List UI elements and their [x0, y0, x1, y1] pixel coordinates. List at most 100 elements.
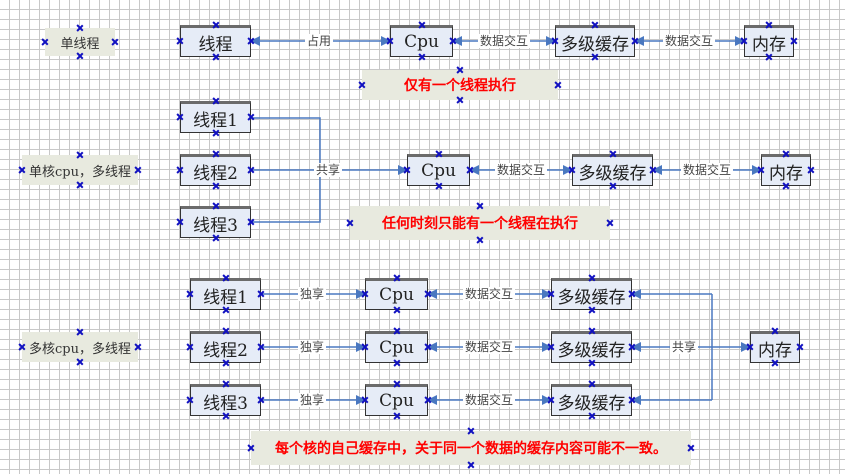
thread-node-3[interactable]: 线程3 — [190, 384, 261, 416]
connection-point-handle-icon[interactable] — [425, 291, 431, 297]
connection-point-handle-icon[interactable] — [425, 344, 431, 350]
connection-point-handle-icon[interactable] — [766, 22, 772, 28]
connection-point-handle-icon[interactable] — [548, 397, 554, 403]
connection-point-handle-icon[interactable] — [19, 167, 25, 173]
connection-point-handle-icon[interactable] — [592, 54, 598, 60]
connection-point-handle-icon[interactable] — [362, 397, 368, 403]
connection-point-handle-icon[interactable] — [404, 167, 410, 173]
connection-point-handle-icon[interactable] — [589, 328, 595, 334]
cache-node-1[interactable]: 多级缓存 — [551, 278, 632, 310]
connection-point-handle-icon[interactable] — [213, 203, 219, 209]
connection-point-handle-icon[interactable] — [187, 291, 193, 297]
connection-point-handle-icon[interactable] — [607, 220, 613, 226]
connection-point-handle-icon[interactable] — [77, 359, 83, 365]
connection-point-handle-icon[interactable] — [112, 39, 118, 45]
thread-node-1[interactable]: 线程1 — [180, 101, 251, 133]
connection-point-handle-icon[interactable] — [548, 344, 554, 350]
connection-point-handle-icon[interactable] — [248, 38, 254, 44]
connection-point-handle-icon[interactable] — [592, 22, 598, 28]
connection-point-handle-icon[interactable] — [187, 344, 193, 350]
connection-point-handle-icon[interactable] — [419, 54, 425, 60]
connection-point-handle-icon[interactable] — [77, 53, 83, 59]
connection-point-handle-icon[interactable] — [135, 167, 141, 173]
connection-point-handle-icon[interactable] — [258, 291, 264, 297]
connection-point-handle-icon[interactable] — [248, 219, 254, 225]
cache-node-2[interactable]: 多级缓存 — [551, 331, 632, 363]
thread-node[interactable]: 线程 — [180, 25, 251, 57]
connection-point-handle-icon[interactable] — [177, 219, 183, 225]
cache-node[interactable]: 多级缓存 — [572, 154, 653, 186]
connection-point-handle-icon[interactable] — [758, 167, 764, 173]
connection-point-handle-icon[interactable] — [223, 275, 229, 281]
connection-point-handle-icon[interactable] — [468, 428, 474, 434]
connection-point-handle-icon[interactable] — [248, 167, 254, 173]
connection-point-handle-icon[interactable] — [610, 183, 616, 189]
cache-node[interactable]: 多级缓存 — [555, 25, 635, 57]
connection-point-handle-icon[interactable] — [589, 381, 595, 387]
connection-point-handle-icon[interactable] — [213, 22, 219, 28]
connection-point-handle-icon[interactable] — [610, 151, 616, 157]
connection-point-handle-icon[interactable] — [19, 344, 25, 350]
connection-point-handle-icon[interactable] — [791, 38, 797, 44]
connection-point-handle-icon[interactable] — [223, 307, 229, 313]
connection-point-handle-icon[interactable] — [629, 291, 635, 297]
cpu-node-1[interactable]: Cpu — [365, 278, 428, 310]
connection-point-handle-icon[interactable] — [394, 360, 400, 366]
connection-point-handle-icon[interactable] — [213, 183, 219, 189]
connection-point-handle-icon[interactable] — [766, 54, 772, 60]
thread-node-1[interactable]: 线程1 — [190, 278, 261, 310]
connection-point-handle-icon[interactable] — [688, 445, 694, 451]
connection-point-handle-icon[interactable] — [772, 360, 778, 366]
connection-point-handle-icon[interactable] — [362, 344, 368, 350]
connection-point-handle-icon[interactable] — [797, 344, 803, 350]
memory-node[interactable]: 内存 — [744, 25, 794, 57]
connection-point-handle-icon[interactable] — [213, 130, 219, 136]
connection-point-handle-icon[interactable] — [177, 167, 183, 173]
connection-point-handle-icon[interactable] — [589, 360, 595, 366]
cpu-node[interactable]: Cpu — [407, 154, 470, 186]
connection-point-handle-icon[interactable] — [213, 151, 219, 157]
connection-point-handle-icon[interactable] — [387, 38, 393, 44]
memory-node[interactable]: 内存 — [750, 331, 800, 363]
connection-point-handle-icon[interactable] — [258, 344, 264, 350]
connection-point-handle-icon[interactable] — [394, 275, 400, 281]
connection-point-handle-icon[interactable] — [223, 381, 229, 387]
connection-point-handle-icon[interactable] — [213, 98, 219, 104]
connection-point-handle-icon[interactable] — [650, 167, 656, 173]
connection-point-handle-icon[interactable] — [747, 344, 753, 350]
connection-point-handle-icon[interactable] — [589, 307, 595, 313]
connection-point-handle-icon[interactable] — [347, 220, 353, 226]
connection-point-handle-icon[interactable] — [467, 167, 473, 173]
connection-point-handle-icon[interactable] — [632, 38, 638, 44]
memory-node[interactable]: 内存 — [761, 154, 811, 186]
connection-point-handle-icon[interactable] — [477, 203, 483, 209]
connection-point-handle-icon[interactable] — [741, 38, 747, 44]
connection-point-handle-icon[interactable] — [258, 397, 264, 403]
connection-point-handle-icon[interactable] — [223, 360, 229, 366]
connection-point-handle-icon[interactable] — [772, 328, 778, 334]
cpu-node[interactable]: Cpu — [390, 25, 453, 57]
connection-point-handle-icon[interactable] — [77, 152, 83, 158]
connection-point-handle-icon[interactable] — [77, 182, 83, 188]
connection-point-handle-icon[interactable] — [468, 462, 474, 468]
connection-point-handle-icon[interactable] — [77, 25, 83, 31]
connection-point-handle-icon[interactable] — [555, 82, 561, 88]
connection-point-handle-icon[interactable] — [808, 167, 814, 173]
connection-point-handle-icon[interactable] — [135, 344, 141, 350]
connection-point-handle-icon[interactable] — [394, 381, 400, 387]
connection-point-handle-icon[interactable] — [425, 397, 431, 403]
connection-point-handle-icon[interactable] — [457, 97, 463, 103]
connection-point-handle-icon[interactable] — [213, 235, 219, 241]
connection-point-handle-icon[interactable] — [394, 413, 400, 419]
cache-node-3[interactable]: 多级缓存 — [551, 384, 632, 416]
connection-point-handle-icon[interactable] — [450, 38, 456, 44]
connection-point-handle-icon[interactable] — [436, 183, 442, 189]
connection-point-handle-icon[interactable] — [589, 275, 595, 281]
connection-point-handle-icon[interactable] — [783, 183, 789, 189]
connection-point-handle-icon[interactable] — [223, 328, 229, 334]
connection-point-handle-icon[interactable] — [187, 397, 193, 403]
thread-node-2[interactable]: 线程2 — [190, 331, 261, 363]
connection-point-handle-icon[interactable] — [177, 38, 183, 44]
connection-point-handle-icon[interactable] — [548, 291, 554, 297]
cpu-node-2[interactable]: Cpu — [365, 331, 428, 363]
